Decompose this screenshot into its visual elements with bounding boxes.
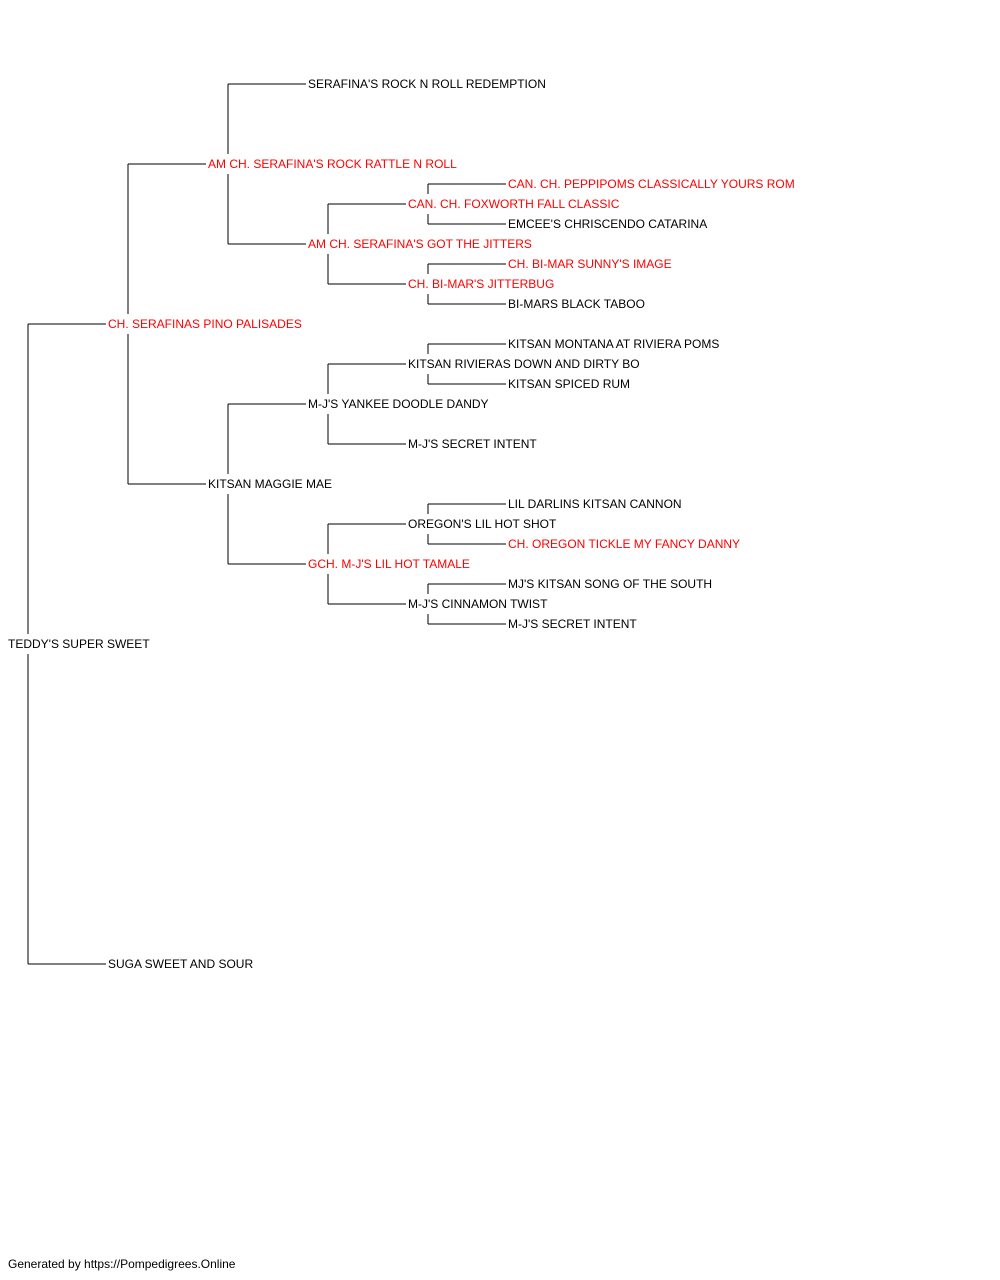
dog-name-sire: M-J'S YANKEE DOODLE DANDY: [308, 397, 489, 411]
dog-name-sire: OREGON'S LIL HOT SHOT: [408, 517, 557, 531]
dog-name-sire: KITSAN RIVIERAS DOWN AND DIRTY BO: [408, 357, 640, 371]
dog-name-dam: M-J'S CINNAMON TWIST: [408, 597, 548, 611]
dog-name-sire: CAN. CH. PEPPIPOMS CLASSICALLY YOURS ROM: [508, 177, 795, 191]
footer-credit: Generated by https://Pompedigrees.Online: [8, 1257, 236, 1271]
dog-name-subject: TEDDY'S SUPER SWEET: [8, 637, 150, 651]
dog-name-dam: SUGA SWEET AND SOUR: [108, 957, 253, 971]
dog-name-dam: KITSAN SPICED RUM: [508, 377, 630, 391]
dog-name-sire: CH. BI-MAR SUNNY'S IMAGE: [508, 257, 672, 271]
dog-name-dam: BI-MARS BLACK TABOO: [508, 297, 645, 311]
dog-name-sire: MJ'S KITSAN SONG OF THE SOUTH: [508, 577, 712, 591]
dog-name-dam: GCH. M-J'S LIL HOT TAMALE: [308, 557, 470, 571]
dog-name-dam: M-J'S SECRET INTENT: [408, 437, 537, 451]
dog-name-sire: CAN. CH. FOXWORTH FALL CLASSIC: [408, 197, 620, 211]
dog-name-sire: LIL DARLINS KITSAN CANNON: [508, 497, 682, 511]
dog-name-dam: CH. BI-MAR'S JITTERBUG: [408, 277, 554, 291]
dog-name-dam: EMCEE'S CHRISCENDO CATARINA: [508, 217, 707, 231]
dog-name-sire: KITSAN MONTANA AT RIVIERA POMS: [508, 337, 719, 351]
dog-name-sire: AM CH. SERAFINA'S ROCK RATTLE N ROLL: [208, 157, 457, 171]
dog-name-dam: M-J'S SECRET INTENT: [508, 617, 637, 631]
dog-name-dam: AM CH. SERAFINA'S GOT THE JITTERS: [308, 237, 532, 251]
dog-name-dam: KITSAN MAGGIE MAE: [208, 477, 332, 491]
dog-name-sire: CH. SERAFINAS PINO PALISADES: [108, 317, 302, 331]
dog-name-dam: CH. OREGON TICKLE MY FANCY DANNY: [508, 537, 740, 551]
dog-name-sire: SERAFINA'S ROCK N ROLL REDEMPTION: [308, 77, 546, 91]
